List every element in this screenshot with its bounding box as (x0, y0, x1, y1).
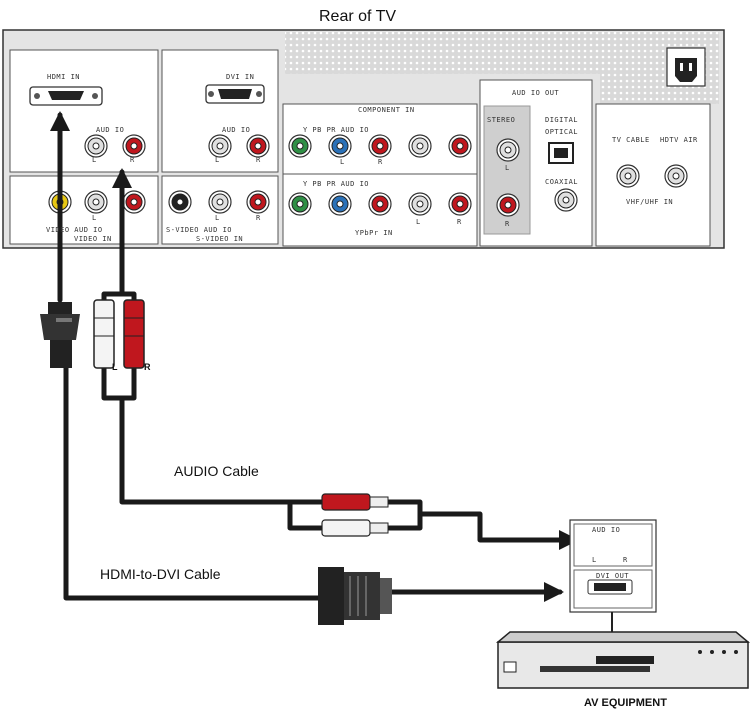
rca-jack-blue (328, 192, 352, 216)
component-section (282, 103, 478, 247)
video-audio-label: VIDEO AUD IO (46, 226, 103, 234)
stereo-label: STEREO (487, 116, 516, 124)
audio-plug-white-mid (321, 519, 389, 537)
vent-grille (285, 32, 719, 74)
rca-jack-white (496, 138, 520, 162)
jack-letter: L (416, 218, 421, 226)
rca-jack-black (168, 190, 192, 214)
jack-letter: L (215, 214, 220, 222)
rca-jack-red (122, 134, 146, 158)
digital-label: DIGITAL (545, 116, 579, 124)
rca-jack-red (246, 134, 270, 158)
jack-letter: R (505, 220, 510, 228)
hdmi-dvi-cable-label: HDMI-to-DVI Cable (100, 566, 221, 582)
jack-letter: R (256, 156, 261, 164)
plug-r-label: R (144, 362, 151, 372)
power-socket-icon (666, 47, 706, 87)
jack-letter: L (592, 556, 597, 564)
rca-jack-white (208, 190, 232, 214)
hdmi-adapter-plug (40, 302, 80, 368)
jack-letter: R (256, 214, 261, 222)
rca-jack-red (448, 192, 472, 216)
dvi-port (205, 84, 265, 104)
rca-jack-white (208, 134, 232, 158)
optical-label: OPTICAL (545, 128, 579, 136)
audio-out-label: AUD IO OUT (512, 89, 560, 97)
audio-cable (101, 168, 579, 550)
dvi-audio-label: AUD IO (222, 126, 251, 134)
rca-jack-red (246, 190, 270, 214)
dvi-plug (318, 567, 392, 625)
video-in-label: VIDEO IN (74, 235, 112, 243)
hdmi-in-label: HDMI IN (47, 73, 81, 81)
av-dvi-label: DVI OUT (596, 572, 630, 580)
rca-jack-green (288, 134, 312, 158)
comp2-label: Y PB PR AUD IO (303, 180, 370, 188)
title: Rear of TV (319, 8, 397, 25)
jack-letter: R (378, 158, 383, 166)
hdmi-dvi-cable (50, 111, 564, 602)
plug-l-label: L (112, 362, 118, 372)
rca-jack-red (496, 193, 520, 217)
rca-jack-white (84, 134, 108, 158)
rca-jack-white (664, 164, 688, 188)
jack-letter: L (92, 156, 97, 164)
tv-cable-label: TV CABLE (612, 136, 650, 144)
hdtv-air-label: HDTV AIR (660, 136, 698, 144)
ypbpr-in-label: YPbPr IN (355, 229, 393, 237)
equipment-label: AV EQUIPMENT (584, 697, 667, 709)
rca-jack-white (616, 164, 640, 188)
jack-letter: L (505, 164, 510, 172)
rca-jack-red (368, 192, 392, 216)
jack-letter: R (130, 156, 135, 164)
audio-plug-r (123, 299, 145, 369)
optical-port (548, 142, 574, 164)
rca-jack-white (408, 134, 432, 158)
av-equipment-device (495, 631, 751, 689)
svideo-in-label: S-VIDEO IN (196, 235, 244, 243)
audio-plug-l (93, 299, 115, 369)
coaxial-label: COAXIAL (545, 178, 579, 186)
vhf-uhf-label: VHF/UHF IN (626, 198, 674, 206)
comp1-label: Y PB PR AUD IO (303, 126, 370, 134)
component-in-label: COMPONENT IN (358, 106, 415, 114)
rca-jack-red (448, 134, 472, 158)
dvi-in-label: DVI IN (226, 73, 255, 81)
rca-jack-green (288, 192, 312, 216)
rca-jack-white (84, 190, 108, 214)
rca-jack-red (368, 134, 392, 158)
hdmi-port (29, 86, 103, 106)
jack-letter: R (457, 218, 462, 226)
av-audio-label: AUD IO (592, 526, 621, 534)
jack-letter: L (92, 214, 97, 222)
jack-letter: L (340, 158, 345, 166)
hdmi-audio-label: AUD IO (96, 126, 125, 134)
svideo-audio-label: S-VIDEO AUD IO (166, 226, 233, 234)
jack-letter: L (215, 156, 220, 164)
rca-jack-blue (328, 134, 352, 158)
rca-jack-white (408, 192, 432, 216)
audio-cable-label: AUDIO Cable (174, 463, 259, 479)
antenna-section (595, 103, 711, 247)
rca-jack-red (122, 190, 146, 214)
jack-letter: R (623, 556, 628, 564)
rca-jack-white (554, 188, 578, 212)
audio-plug-red-mid (321, 493, 389, 511)
